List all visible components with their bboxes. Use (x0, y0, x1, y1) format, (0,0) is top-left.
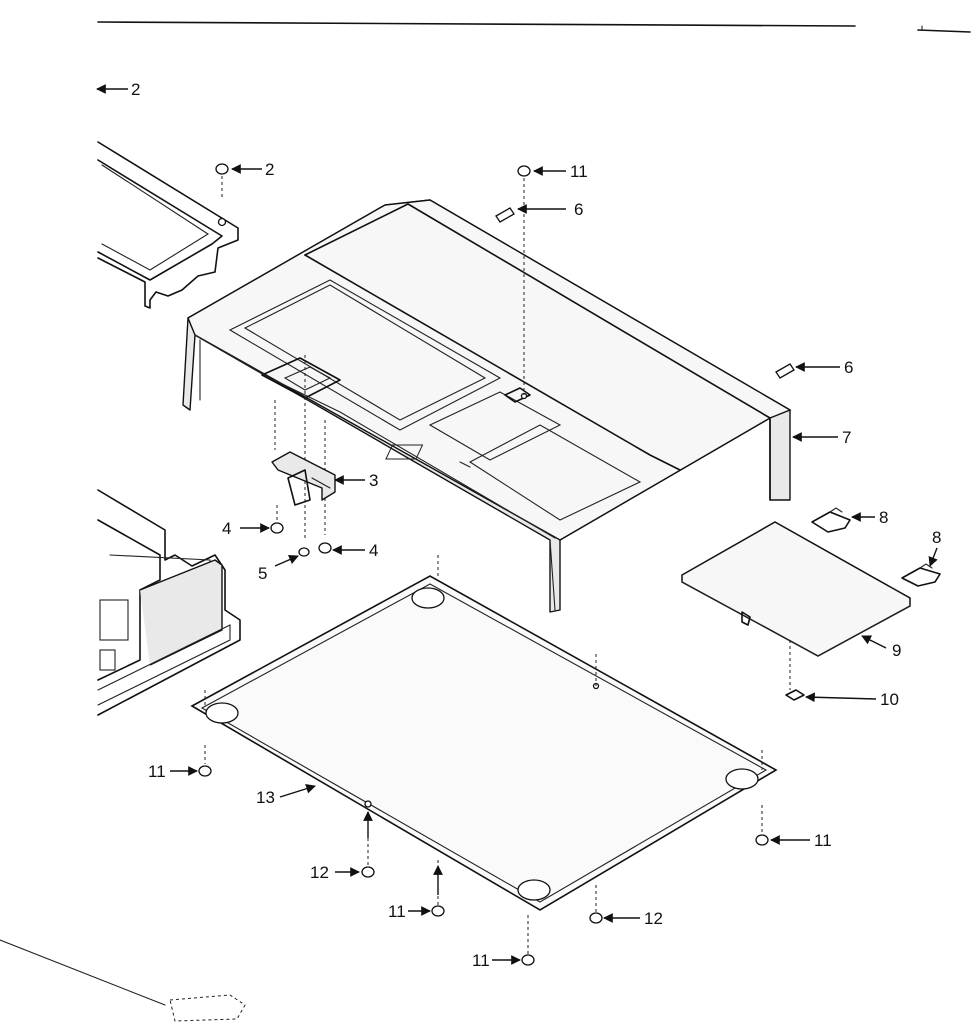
screw-11-right (755, 805, 769, 846)
callout-6-side: 6 (844, 358, 853, 377)
callout-13: 13 (256, 788, 275, 807)
callout-7: 7 (842, 428, 851, 447)
screw-11-bottom (521, 915, 535, 966)
callout-4-left: 4 (222, 519, 231, 538)
leader-lines (96, 84, 938, 965)
washer-5 (298, 547, 310, 557)
callout-6-top: 6 (574, 200, 583, 219)
callout-11-left: 11 (148, 762, 166, 781)
callout-11-bottom: 11 (472, 951, 490, 970)
circuit-board (681, 521, 911, 701)
bottom-plate (190, 555, 778, 911)
chassis-fragment (97, 489, 241, 716)
screw-11-top (517, 165, 531, 395)
callout-4-right: 4 (369, 541, 378, 560)
callout-11-right: 11 (814, 831, 832, 850)
callout-3: 3 (369, 471, 378, 490)
callout-8-lower: 8 (932, 528, 941, 547)
callout-11-top: 11 (570, 162, 588, 181)
screw-6-top (495, 207, 515, 223)
bracket-assembly (270, 355, 336, 557)
connector-8-upper (811, 507, 851, 533)
callout-11-center: 11 (388, 902, 406, 921)
callout-10: 10 (880, 690, 899, 709)
callout-12-right: 12 (644, 909, 663, 928)
callout-9: 9 (892, 641, 901, 660)
top-cover (182, 199, 792, 613)
callout-8-upper: 8 (879, 508, 888, 527)
screw-11-left (198, 745, 212, 777)
screw-12-left (361, 838, 375, 878)
callout-12-left: 12 (310, 863, 329, 882)
callout-2-top-left: 2 (131, 80, 140, 99)
screw-6-side (775, 363, 795, 379)
callout-2-screw: 2 (265, 160, 274, 179)
connector-8-lower (901, 563, 941, 587)
callout-5: 5 (258, 564, 267, 583)
callout-labels: 2 2 11 6 6 7 3 4 4 5 8 8 9 10 11 13 11 1… (131, 80, 941, 970)
screw-4-left (270, 505, 284, 534)
screw-2-top (215, 163, 229, 198)
upper-frame-fragment (97, 141, 239, 309)
page-border (0, 21, 971, 1022)
screw-4-right (318, 542, 332, 554)
screw-12-right (589, 885, 603, 924)
